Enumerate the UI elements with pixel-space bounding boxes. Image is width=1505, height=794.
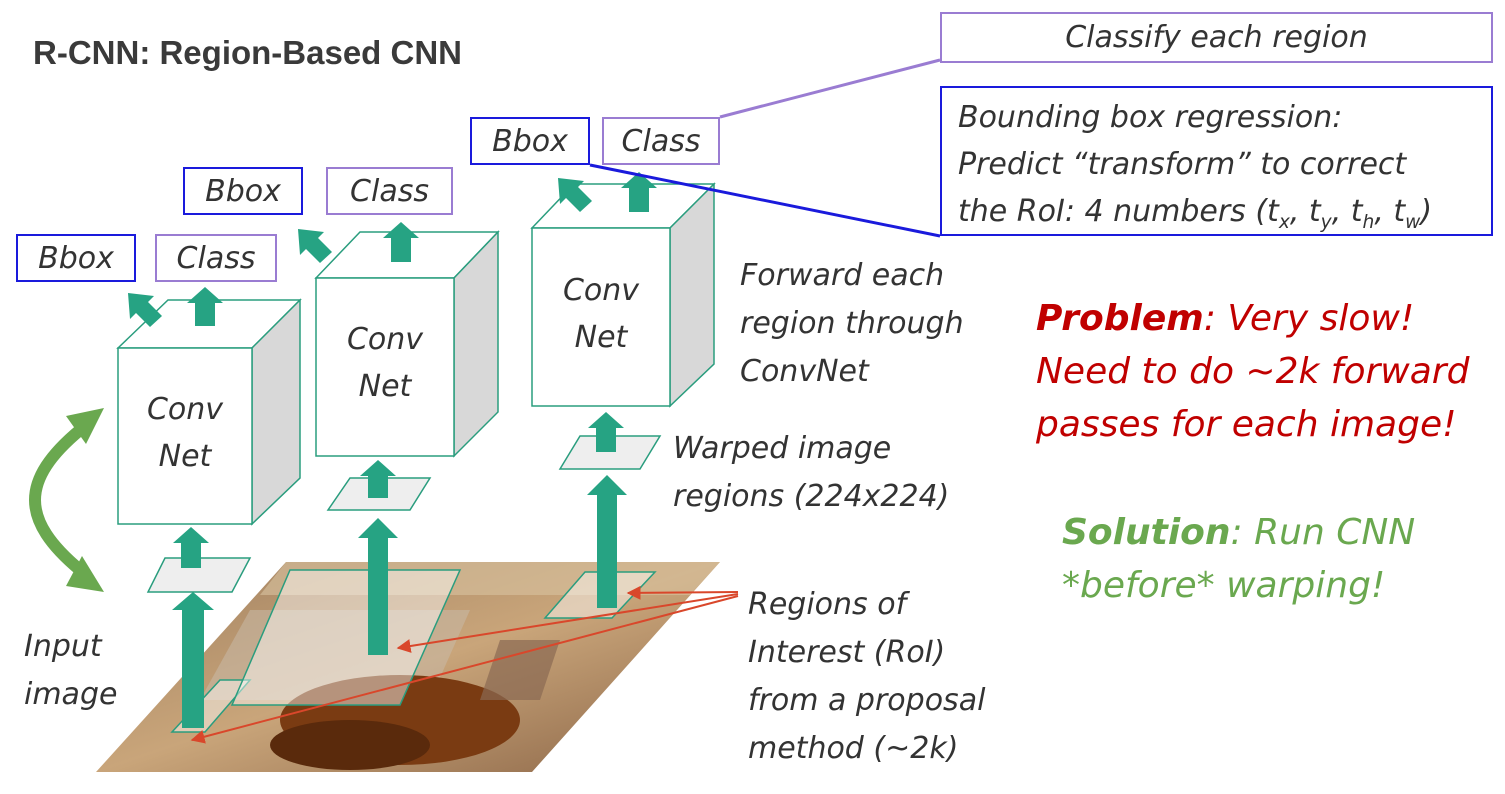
solution-line1-rest: : Run CNN: [1230, 512, 1416, 553]
convnet-label-3-line2: Net: [574, 320, 628, 355]
problem-line1-rest: : Very slow!: [1203, 298, 1415, 339]
convnet-box-2: [314, 230, 500, 458]
roi-pointer-arrows: [190, 585, 739, 744]
arrow-up-warp-2: [360, 460, 396, 498]
bbox-regression-line1: Bounding box regression:: [958, 100, 1343, 135]
problem-line1: Problem: Very slow!: [1036, 292, 1469, 345]
classify-callout: Classify each region: [940, 12, 1493, 63]
warped-region-3: [558, 435, 662, 470]
param-tw: t: [1393, 194, 1406, 229]
input-image-label-line2: image: [24, 677, 118, 712]
param-tx-sub: x: [1278, 212, 1290, 233]
class-head-1: Class: [155, 234, 277, 282]
input-image-label-line1: Input: [24, 629, 102, 664]
forward-each-line2: region through: [740, 306, 964, 341]
convnet-label-1-line2: Net: [158, 439, 212, 474]
forward-each-line3: ConvNet: [740, 354, 869, 389]
roi-label: Regions of Interest (RoI) from a proposa…: [748, 581, 985, 773]
solution-line1: Solution: Run CNN: [1062, 506, 1415, 559]
bbox-regression-line3-suffix: ): [1420, 194, 1433, 229]
convnet-label-2-line1: Conv: [346, 322, 424, 357]
problem-line2: Need to do ~2k forward: [1036, 351, 1470, 392]
arrow-up-class-1: [187, 287, 223, 326]
arrow-up-warp-3: [588, 412, 624, 452]
bbox-head-1: Bbox: [16, 234, 136, 282]
param-ty-sub: y: [1320, 212, 1332, 233]
param-th-sub: h: [1362, 212, 1375, 233]
solution-line2: *before* warping!: [1062, 565, 1386, 606]
convnet-label-3-line1: Conv: [562, 273, 640, 308]
arrow-up-warp-1: [173, 527, 209, 568]
teal-arrows: [128, 172, 657, 728]
class-head-3: Class: [602, 117, 720, 165]
convnet-label-2-line2: Net: [358, 369, 412, 404]
classify-connector: [719, 58, 941, 119]
roi-line2: Interest (RoI): [748, 635, 946, 670]
bbox-regression-line3: the RoI: 4 numbers (tx, ty, th, tw): [958, 194, 1433, 233]
param-ty: t: [1308, 194, 1321, 229]
arrow-up-class-3: [621, 172, 657, 212]
convnet-label-2: Conv Net: [316, 316, 454, 410]
roi-line4: method (~2k): [748, 731, 959, 766]
arrow-up-image-3: [587, 475, 627, 608]
forward-each-label: Forward each region through ConvNet: [740, 252, 964, 396]
solution-bold: Solution: [1062, 512, 1231, 553]
bbox-regression-callout: Bounding box regression: Predict “transf…: [940, 86, 1493, 236]
arrow-up-image-1: [172, 592, 214, 728]
warped-region-1: [146, 557, 252, 593]
convnet-label-1: Conv Net: [118, 386, 252, 480]
solution-text: Solution: Run CNN *before* warping!: [1062, 506, 1415, 612]
forward-each-line1: Forward each: [740, 258, 945, 293]
warped-line1: Warped image: [673, 431, 892, 466]
arrow-diag-bbox-2: [298, 229, 332, 263]
arrow-diag-bbox-1: [128, 293, 162, 327]
problem-text: Problem: Very slow! Need to do ~2k forwa…: [1036, 292, 1469, 451]
warped-label: Warped image regions (224x224): [673, 425, 949, 521]
classify-callout-text: Classify each region: [1065, 20, 1368, 55]
bbox-regression-line3-prefix: the RoI: 4 numbers (: [958, 194, 1268, 229]
roi-line1: Regions of: [748, 587, 907, 622]
arrow-diag-bbox-3: [558, 178, 592, 212]
input-image-label: Input image: [24, 623, 117, 719]
convnet-label-3: Conv Net: [532, 267, 670, 361]
problem-bold: Problem: [1036, 298, 1204, 339]
arrow-up-image-2: [358, 518, 398, 655]
roi-region-2: [230, 569, 462, 706]
bbox-regression-line2: Predict “transform” to correct: [958, 147, 1407, 182]
param-tw-sub: w: [1405, 212, 1421, 233]
warped-line2: regions (224x224): [673, 479, 950, 514]
bbox-head-3: Bbox: [470, 117, 590, 165]
arrow-up-class-2: [383, 222, 419, 262]
bbox-head-2: Bbox: [183, 167, 303, 215]
curved-double-arrow: [29, 408, 104, 592]
param-tx: t: [1267, 194, 1279, 229]
class-head-2: Class: [326, 167, 453, 215]
problem-line3: passes for each image!: [1036, 404, 1457, 445]
convnet-label-1-line1: Conv: [146, 392, 224, 427]
param-th: t: [1350, 194, 1363, 229]
bbox-connector: [589, 163, 941, 238]
roi-line3: from a proposal: [748, 683, 986, 718]
page-title: R-CNN: Region-Based CNN: [33, 34, 462, 71]
